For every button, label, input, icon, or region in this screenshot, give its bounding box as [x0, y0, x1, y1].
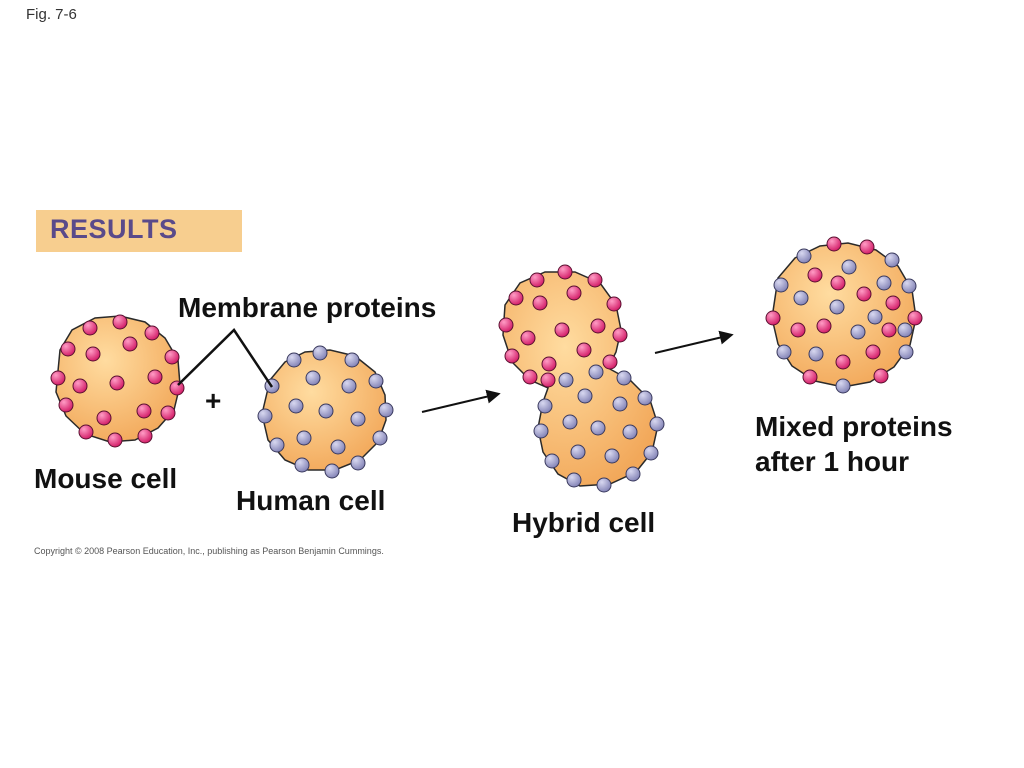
hybrid-cell-label: Hybrid cell	[512, 507, 656, 538]
mixed-cell	[765, 236, 923, 394]
membrane-proteins-label: Membrane proteins	[178, 292, 437, 323]
fusion-arrow	[421, 389, 501, 413]
mixed-proteins-line2: after 1 hour	[755, 446, 910, 477]
hybrid-human-proteins	[533, 364, 665, 493]
mixed-proteins-label: Mixed proteins after 1 hour	[755, 409, 953, 479]
mouse-proteins	[50, 314, 185, 448]
mixing-arrow	[654, 330, 734, 354]
hybrid-mouse-proteins	[498, 264, 628, 388]
human-cell	[257, 345, 394, 479]
copyright-notice: Copyright © 2008 Pearson Education, Inc.…	[34, 546, 384, 556]
membrane-protein-pointer	[177, 328, 274, 388]
mixed-proteins-line1: Mixed proteins	[755, 411, 953, 442]
mixed-mouse-proteins	[765, 236, 923, 385]
hybrid-cell	[498, 264, 665, 493]
human-cell-label: Human cell	[236, 485, 386, 516]
human-proteins	[257, 345, 394, 479]
plus-sign: +	[205, 385, 222, 416]
mouse-cell	[50, 314, 185, 448]
results-banner: RESULTS	[36, 210, 242, 252]
figure-label: Fig. 7-6	[26, 6, 77, 23]
mixed-human-proteins	[773, 248, 917, 394]
mouse-cell-label: Mouse cell	[34, 463, 178, 494]
results-label: RESULTS	[50, 214, 178, 244]
